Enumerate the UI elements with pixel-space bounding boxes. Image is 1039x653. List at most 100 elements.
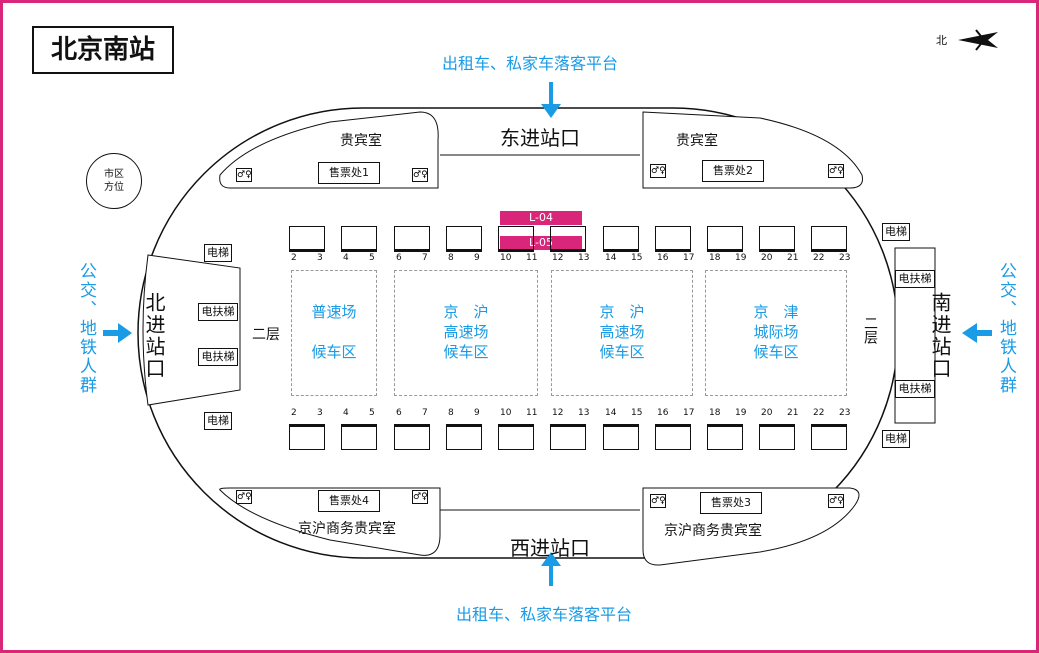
- vip-room-top-right: 贵宾室: [676, 133, 718, 149]
- platform-gate: [341, 226, 377, 252]
- platform-gate: [603, 424, 639, 450]
- platform-gate: [289, 226, 325, 252]
- north-entrance: 北进站口: [142, 292, 166, 380]
- second-floor-left: 二层: [252, 327, 280, 343]
- gate-number: 21: [787, 408, 799, 418]
- gate-number: 10: [500, 253, 512, 263]
- gate-number: 4: [343, 253, 349, 263]
- ticket-office-4: 售票处4: [318, 490, 380, 512]
- platform-gate: [707, 226, 743, 252]
- compass-icon: [958, 30, 998, 50]
- gate-number: 7: [422, 253, 428, 263]
- taxi-platform-bottom: 出租车、私家车落客平台: [455, 605, 632, 624]
- ad-board-l04: L-04: [500, 211, 582, 225]
- gate-number: 8: [448, 253, 454, 263]
- taxi-platform-top: 出租车、私家车落客平台: [441, 54, 618, 73]
- south-entrance: 南进站口: [928, 292, 952, 380]
- restroom-icon: ♂♀: [236, 490, 252, 504]
- vip-room-bottom-left: 京沪商务贵宾室: [298, 521, 396, 537]
- platform-gate: [550, 424, 586, 450]
- platform-gate: [655, 226, 691, 252]
- gate-number: 15: [631, 408, 643, 418]
- gate-number: 2: [291, 408, 297, 418]
- zone-label: 普速场 候车区: [311, 303, 357, 361]
- gate-number: 20: [761, 408, 773, 418]
- zone-label: 京 沪 高速场 候车区: [599, 303, 645, 361]
- gate-number: 22: [813, 253, 825, 263]
- platform-gate: [655, 424, 691, 450]
- escalator: 电扶梯: [895, 270, 935, 288]
- gate-number: 18: [709, 408, 721, 418]
- platform-gate: [289, 424, 325, 450]
- gate-number: 9: [474, 408, 480, 418]
- platform-gate: [550, 226, 586, 252]
- waiting-zone-jingjin: [705, 270, 847, 396]
- platform-gate: [759, 226, 795, 252]
- gate-number: 4: [343, 408, 349, 418]
- gate-number: 23: [839, 408, 851, 418]
- platform-gate: [394, 424, 430, 450]
- platform-gate: [603, 226, 639, 252]
- vip-room-bottom-right: 京沪商务贵宾室: [664, 523, 762, 539]
- page-title: 北京南站: [32, 26, 174, 74]
- restroom-icon: ♂♀: [412, 168, 428, 182]
- elevator: 电梯: [882, 430, 910, 448]
- bus-metro-right: 公交、地铁人群: [996, 262, 1016, 395]
- platform-gate: [707, 424, 743, 450]
- platform-gate: [394, 226, 430, 252]
- escalator: 电扶梯: [198, 303, 238, 321]
- gate-number: 21: [787, 253, 799, 263]
- platform-gate: [498, 424, 534, 450]
- waiting-zone-jinghu-2: [551, 270, 693, 396]
- vip-room-top-left: 贵宾室: [340, 133, 382, 149]
- gate-number: 14: [605, 253, 617, 263]
- arrow-left-icon: [962, 323, 992, 343]
- restroom-icon: ♂♀: [236, 168, 252, 182]
- gate-number: 20: [761, 253, 773, 263]
- gate-number: 19: [735, 408, 747, 418]
- gate-number: 5: [369, 253, 375, 263]
- bus-metro-left: 公交、地铁人群: [76, 262, 96, 395]
- gate-number: 2: [291, 253, 297, 263]
- escalator: 电扶梯: [895, 380, 935, 398]
- gate-number: 10: [500, 408, 512, 418]
- platform-gate: [811, 226, 847, 252]
- escalator: 电扶梯: [198, 348, 238, 366]
- gate-number: 5: [369, 408, 375, 418]
- platform-gate: [498, 226, 534, 252]
- gate-number: 11: [526, 408, 538, 418]
- second-floor-right: 二层: [862, 316, 878, 344]
- gate-number: 8: [448, 408, 454, 418]
- ticket-office-1: 售票处1: [318, 162, 380, 184]
- restroom-icon: ♂♀: [650, 494, 666, 508]
- waiting-zone-normal: [291, 270, 377, 396]
- gate-number: 18: [709, 253, 721, 263]
- east-entrance: 东进站口: [500, 126, 580, 150]
- city-direction-marker: 市区 方位: [86, 153, 142, 209]
- restroom-icon: ♂♀: [828, 164, 844, 178]
- gate-number: 6: [396, 253, 402, 263]
- arrow-right-icon: [103, 323, 132, 343]
- gate-number: 12: [552, 408, 564, 418]
- ticket-office-3: 售票处3: [700, 492, 762, 514]
- west-entrance: 西进站口: [510, 536, 590, 560]
- north-indicator-label: 北: [936, 34, 947, 47]
- gate-number: 7: [422, 408, 428, 418]
- gate-number: 16: [657, 408, 669, 418]
- platform-gate: [811, 424, 847, 450]
- gate-number: 14: [605, 408, 617, 418]
- gate-number: 11: [526, 253, 538, 263]
- zone-label: 京 津 城际场 候车区: [753, 303, 799, 361]
- gate-number: 23: [839, 253, 851, 263]
- gate-number: 16: [657, 253, 669, 263]
- platform-gate: [446, 424, 482, 450]
- gate-number: 22: [813, 408, 825, 418]
- platform-gate: [759, 424, 795, 450]
- gate-number: 17: [683, 408, 695, 418]
- elevator: 电梯: [204, 244, 232, 262]
- restroom-icon: ♂♀: [412, 490, 428, 504]
- gate-number: 13: [578, 253, 590, 263]
- platform-gate: [341, 424, 377, 450]
- elevator: 电梯: [204, 412, 232, 430]
